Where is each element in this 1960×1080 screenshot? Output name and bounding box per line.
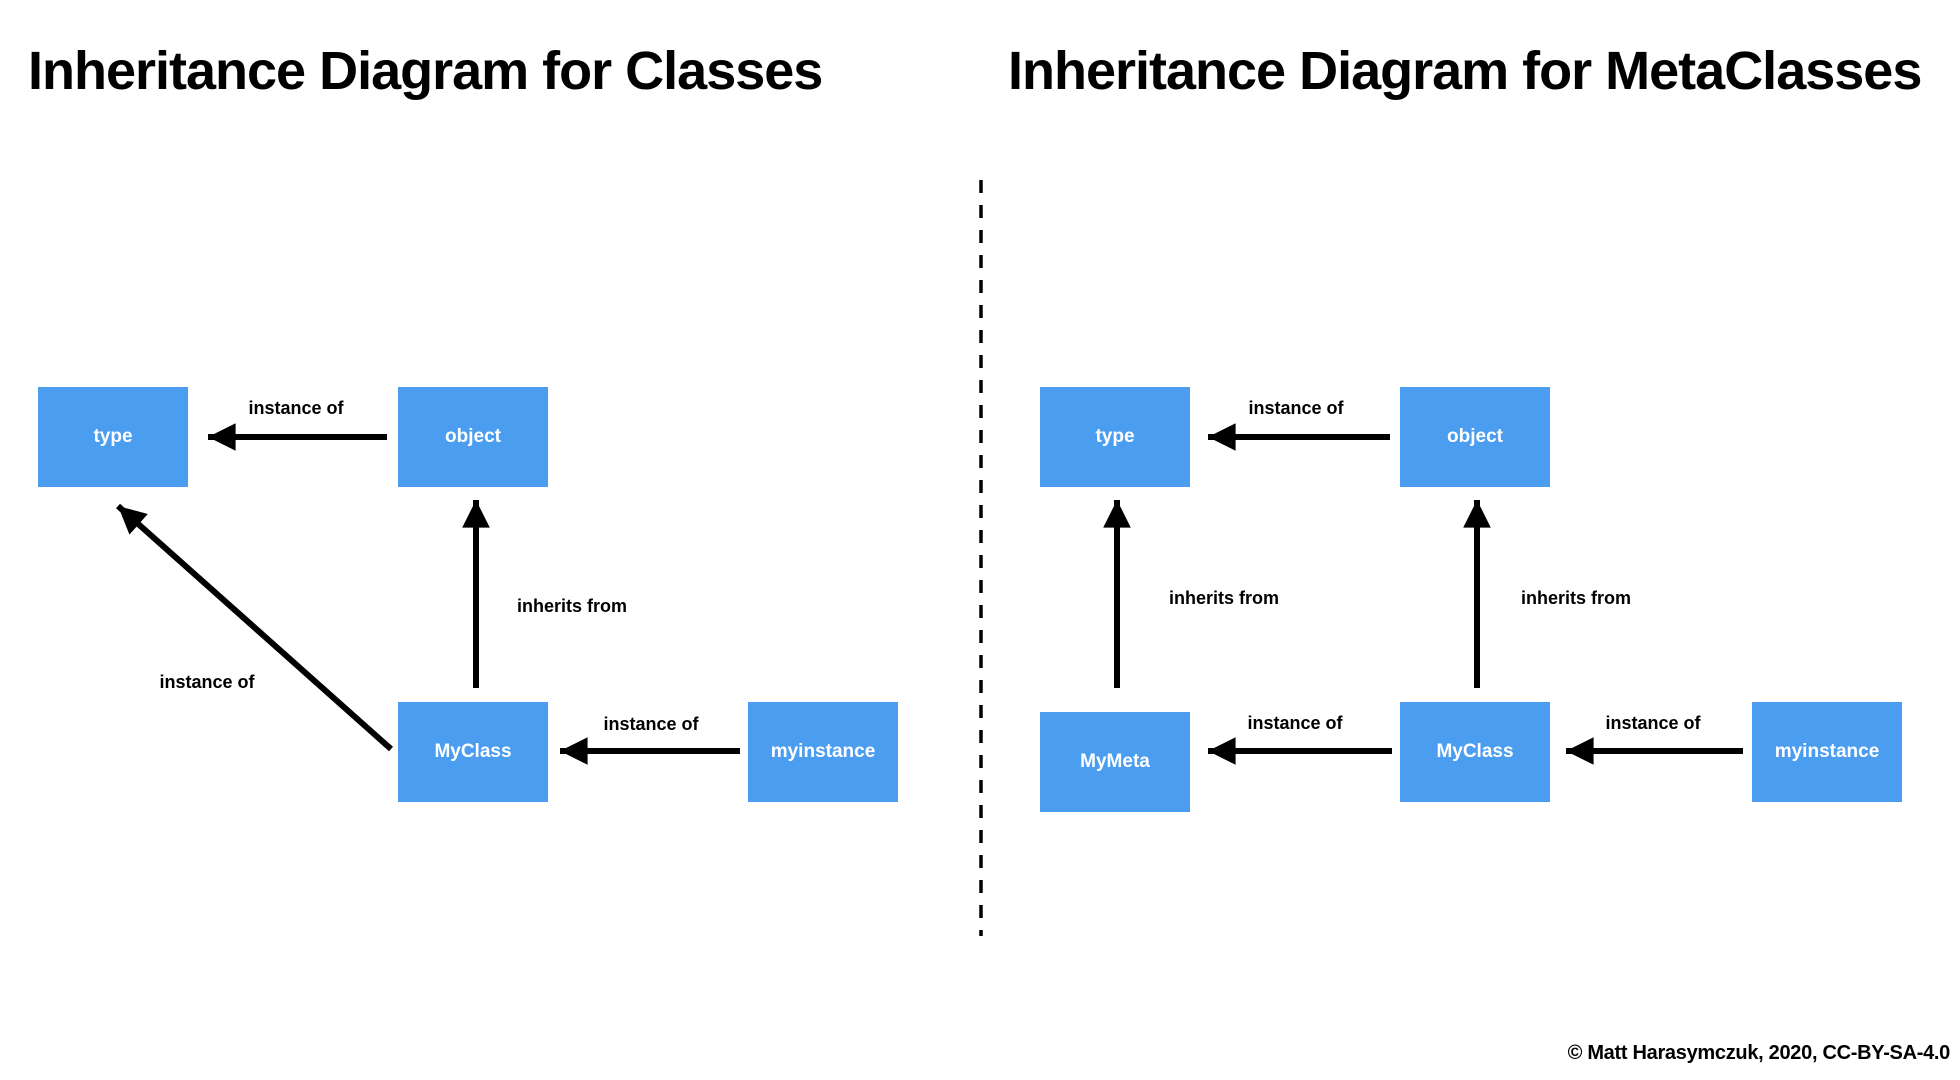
node-label: myinstance: [770, 741, 876, 762]
edge-label-left-instance-of-diagonal: instance of: [159, 672, 255, 692]
arrow-left-myclass-to-type-icon: [116, 503, 393, 752]
node-label: object: [445, 426, 501, 447]
node-label: MyMeta: [1080, 751, 1150, 772]
node-right-type: type: [1040, 387, 1190, 487]
left-diagram-title: Inheritance Diagram for Classes: [28, 41, 823, 101]
node-left-object: object: [398, 387, 548, 487]
edge-label-right-inherits-from-left: inherits from: [1168, 588, 1280, 608]
node-label: type: [1095, 426, 1135, 447]
node-right-myinstance: myinstance: [1752, 702, 1902, 802]
node-right-mymeta: MyMeta: [1040, 712, 1190, 812]
node-left-myinstance: myinstance: [748, 702, 898, 802]
node-right-myclass: MyClass: [1400, 702, 1550, 802]
edge-label-left-inherits-from: inherits from: [516, 596, 628, 616]
node-label: myinstance: [1774, 741, 1880, 762]
edge-label-left-instance-of-top: instance of: [248, 398, 344, 418]
edge-label-right-inherits-from-right: inherits from: [1520, 588, 1632, 608]
edge-label-right-instance-of-mid: instance of: [1247, 713, 1343, 733]
node-label: MyClass: [434, 741, 512, 762]
node-label: type: [93, 426, 133, 447]
node-label: MyClass: [1436, 741, 1514, 762]
node-left-type: type: [38, 387, 188, 487]
copyright-text: © Matt Harasymczuk, 2020, CC-BY-SA-4.0: [1567, 1042, 1951, 1064]
node-label: object: [1447, 426, 1503, 447]
edge-label-right-instance-of-bottom: instance of: [1605, 713, 1701, 733]
right-diagram-title: Inheritance Diagram for MetaClasses: [1008, 41, 1922, 101]
node-left-myclass: MyClass: [398, 702, 548, 802]
node-right-object: object: [1400, 387, 1550, 487]
edge-label-right-instance-of-top: instance of: [1248, 398, 1344, 418]
edge-label-left-instance-of-bottom: instance of: [603, 714, 699, 734]
